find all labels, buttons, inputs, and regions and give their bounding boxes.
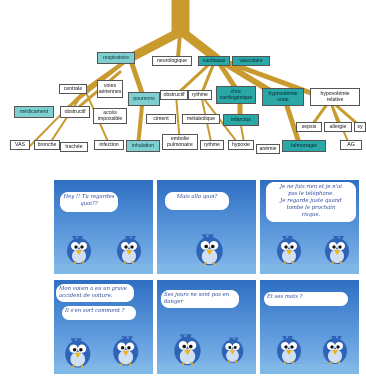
tree-node-ciment: ciment <box>146 114 176 124</box>
tree-node-obstructif2: obstructif <box>60 106 90 118</box>
speech-bubble: Ses jours ne sont pas en danger <box>161 290 239 308</box>
tree-node-bronche: bronche <box>34 140 60 150</box>
tree-node-infarctus: infarctus <box>223 114 259 126</box>
bird-icon <box>277 235 301 265</box>
bird-icon <box>67 235 91 265</box>
tree-node-vas: VAS <box>10 140 30 150</box>
tree-node-hemorragie: hémorragie <box>282 140 326 152</box>
tree-node-hypoxie: hypoxie <box>228 140 254 150</box>
tree-node-rythme2: rythme <box>200 140 224 150</box>
bird-icon <box>196 233 223 266</box>
speech-bubble: Mon voisin a eu un grave accident de voi… <box>56 284 134 302</box>
tree-node-medicament: médicament <box>14 106 54 118</box>
ground <box>157 364 256 374</box>
bird-icon <box>277 335 301 365</box>
bird-icon <box>221 336 244 364</box>
tree-node-centrale: centrale <box>59 84 87 94</box>
bird-icon <box>323 335 347 365</box>
tree-node-poumons: poumons <box>128 92 160 106</box>
tree-node-anemie: anémie <box>256 144 280 154</box>
comic-panel-6: Et ses mots ? <box>260 280 359 374</box>
tree-node-embolie: embolie pulmonaire <box>162 134 198 150</box>
ground <box>260 364 359 374</box>
comic-panel-3: Je ne fais rien et je n'ai pas le téléph… <box>260 180 359 274</box>
comic-strip: Hey !! Tu regardes quoi?? Mais allo quoi… <box>54 180 366 382</box>
decision-tree: respiratoire neurologique cardiaque vasc… <box>0 0 366 160</box>
tree-node-respiratoire: respiratoire <box>97 52 135 64</box>
tree-node-sy: sy <box>354 122 366 132</box>
tree-node-rythme: rythme <box>188 90 212 100</box>
tree-node-infection: infection <box>94 140 124 150</box>
tree-node-cardiaque: cardiaque <box>198 56 230 66</box>
speech-bubble: Il s'en sort comment ? <box>62 306 136 320</box>
comic-panel-5: Ses jours ne sont pas en danger <box>157 280 256 374</box>
tree-node-obstructif1: obstructif <box>160 90 188 100</box>
tree-node-metabolique: métabolique <box>182 114 220 124</box>
tree-node-inhalation: inhalation <box>126 140 160 152</box>
tree-node-voies: voies aériennes <box>97 80 123 98</box>
speech-bubble: Et ses mots ? <box>264 292 348 306</box>
tree-node-acces: accès impossible <box>93 108 127 124</box>
tree-node-choc: choc cardiogénique <box>216 86 256 104</box>
speech-bubble: Je ne fais rien et je n'ai pas le téléph… <box>266 182 356 222</box>
bird-icon <box>113 335 139 367</box>
bird-icon <box>117 235 141 265</box>
tree-node-neurologique: neurologique <box>152 56 192 66</box>
tree-node-hypovolemie-vraie: hypovolémie vraie <box>262 88 304 106</box>
bird-icon <box>174 333 201 366</box>
bird-icon <box>325 235 349 265</box>
ground <box>260 264 359 274</box>
speech-bubble: Mais allo quoi? <box>165 192 229 210</box>
ground <box>54 264 153 274</box>
tree-node-hypovolemie-rel: hypovolémie relative <box>310 88 360 106</box>
tree-node-allergie: allergie <box>324 122 352 132</box>
speech-bubble: Hey !! Tu regardes quoi?? <box>60 192 118 212</box>
tree-node-vasculaire: vasculaire <box>232 56 270 66</box>
tree-node-ag: AG <box>340 140 362 150</box>
ground <box>157 264 256 274</box>
ground <box>54 364 153 374</box>
comic-panel-1: Hey !! Tu regardes quoi?? <box>54 180 153 274</box>
bird-icon <box>65 337 91 369</box>
tree-node-trachee: trachée <box>60 142 88 152</box>
tree-node-sepsis: sepsis <box>296 122 322 132</box>
comic-panel-4: Mon voisin a eu un grave accident de voi… <box>54 280 153 374</box>
comic-panel-2: Mais allo quoi? <box>157 180 256 274</box>
